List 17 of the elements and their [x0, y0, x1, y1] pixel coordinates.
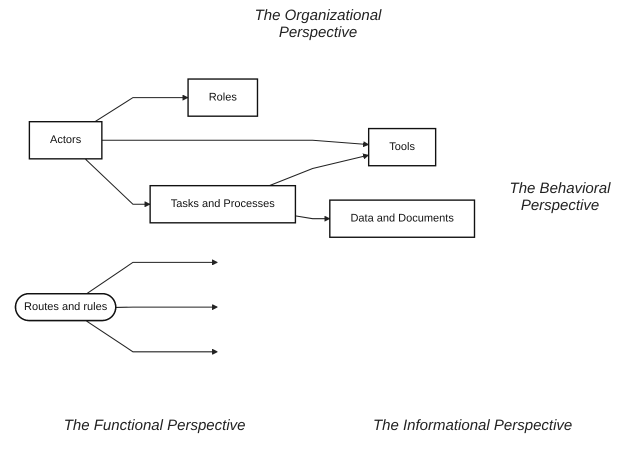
- arrow: [102, 140, 369, 148]
- perspective-label: The Organizational Perspective: [254, 7, 383, 41]
- node-box: Actors: [28, 121, 103, 160]
- node-box: Data and Documents: [329, 199, 476, 238]
- perspective-label: The Informational Perspective: [372, 416, 572, 434]
- arrow: [94, 94, 188, 122]
- node-box: Roles: [187, 78, 258, 117]
- arrow: [295, 215, 330, 222]
- arrow: [116, 304, 218, 310]
- perspective-label: The Functional Perspective: [64, 416, 246, 434]
- perspective-label: The Behavioral Perspective: [508, 180, 612, 214]
- node-box: Tasks and Processes: [149, 184, 296, 224]
- node-box: Tools: [368, 128, 436, 166]
- arrow: [84, 158, 150, 208]
- arrow: [269, 153, 369, 186]
- arrow: [86, 320, 218, 355]
- arrow: [86, 259, 218, 294]
